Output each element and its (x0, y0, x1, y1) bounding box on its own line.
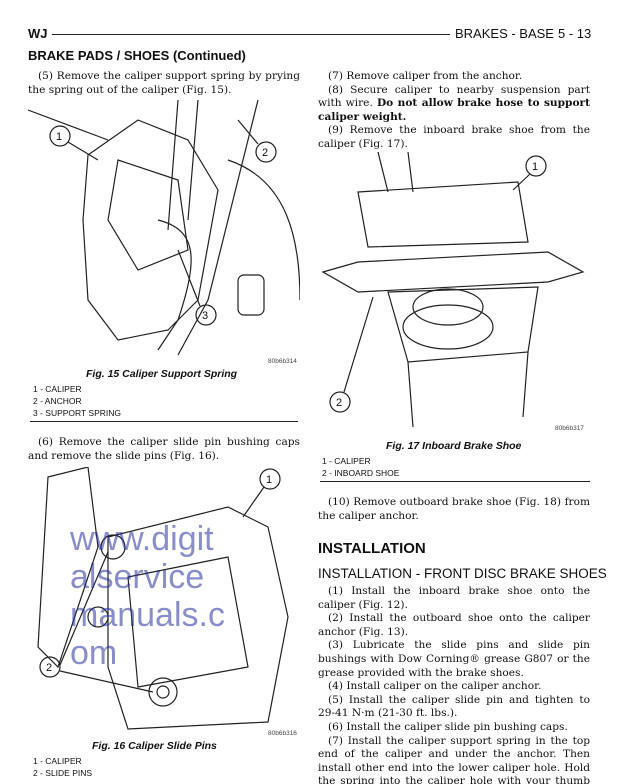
step-6-text: (6) Remove the caliper slide pin bushing… (28, 436, 300, 462)
step-8-text-plain: (8) Secure caliper to nearby suspension … (318, 83, 590, 110)
legend-item: 1 - CALIPER (33, 384, 82, 394)
header-page-number: 5 - 13 (558, 26, 592, 41)
figure-15-illustration: 1 2 3 (28, 100, 300, 356)
legend-item: 3 - SUPPORT SPRING (33, 408, 122, 418)
header-rule (52, 34, 450, 35)
figure-17-code: 80b6b317 (555, 425, 584, 432)
install-step: (6) Install the caliper slide pin bushin… (328, 720, 568, 733)
figure-16-code: 80b6b316 (268, 730, 297, 737)
install-step: (2) Install the outboard shoe onto the c… (318, 612, 590, 638)
legend-item: 2 - INBOARD SHOE (322, 468, 400, 478)
callout-1: 1 (532, 161, 538, 173)
header-section: BRAKES - BASE (455, 26, 554, 41)
step-7-text: (7) Remove caliper from the anchor. (328, 70, 523, 82)
callout-2: 2 (336, 397, 342, 409)
figure-17-legend: 1 - CALIPER 2 - INBOARD SHOE (322, 455, 399, 479)
installation-subheading: INSTALLATION - FRONT DISC BRAKE SHOES (318, 566, 607, 581)
legend-item: 1 - CALIPER (322, 456, 371, 466)
callout-1: 1 (266, 474, 272, 486)
figure-15-legend: 1 - CALIPER 2 - ANCHOR 3 - SUPPORT SPRIN… (33, 383, 121, 419)
header-model: WJ (28, 26, 48, 41)
steps-7-9: (7) Remove caliper from the anchor. (8) … (318, 70, 590, 152)
figure-16-legend: 1 - CALIPER 2 - SLIDE PINS (33, 755, 92, 779)
install-step: (4) Install caliper on the caliper ancho… (328, 680, 542, 693)
install-step: (1) Install the inboard brake shoe onto … (318, 585, 590, 611)
step-10-text: (10) Remove outboard brake shoe (Fig. 18… (318, 496, 590, 522)
callout-2: 2 (46, 662, 52, 674)
figure-17-illustration: 1 2 (321, 152, 585, 428)
figure-16-illustration: 1 2 (37, 467, 289, 730)
callout-3: 3 (202, 310, 208, 322)
step-8-text: (8) Secure caliper to nearby suspension … (318, 84, 590, 125)
legend-item: 2 - SLIDE PINS (33, 768, 93, 778)
figure-15-code: 80b6b314 (268, 358, 297, 365)
step-8-warning: Do not allow brake hose to support calip… (318, 97, 590, 123)
step-5-text: (5) Remove the caliper support spring by… (28, 70, 300, 96)
figure-16-caption: Fig. 16 Caliper Slide Pins (92, 740, 217, 752)
section-title: BRAKE PADS / SHOES (Continued) (28, 48, 246, 63)
install-step: (5) Install the caliper slide pin and ti… (318, 693, 590, 720)
install-step: (7) Install the caliper support spring i… (318, 734, 590, 784)
figure-15-caption: Fig. 15 Caliper Support Spring (86, 368, 238, 380)
divider (320, 481, 590, 482)
step-9-text: (9) Remove the inboard brake shoe from t… (318, 124, 590, 150)
figure-17-caption: Fig. 17 Inboard Brake Shoe (386, 440, 522, 452)
divider (30, 421, 298, 422)
installation-heading: INSTALLATION (318, 540, 426, 557)
callout-1: 1 (56, 131, 62, 143)
legend-item: 1 - CALIPER (33, 756, 82, 766)
legend-item: 2 - ANCHOR (33, 396, 82, 406)
install-step: (3) Lubricate the slide pins and slide p… (318, 639, 590, 679)
callout-2: 2 (262, 147, 268, 159)
watermark: www.digitalservicemanuals.com (70, 520, 225, 672)
installation-steps: (1) Install the inboard brake shoe onto … (318, 585, 590, 784)
